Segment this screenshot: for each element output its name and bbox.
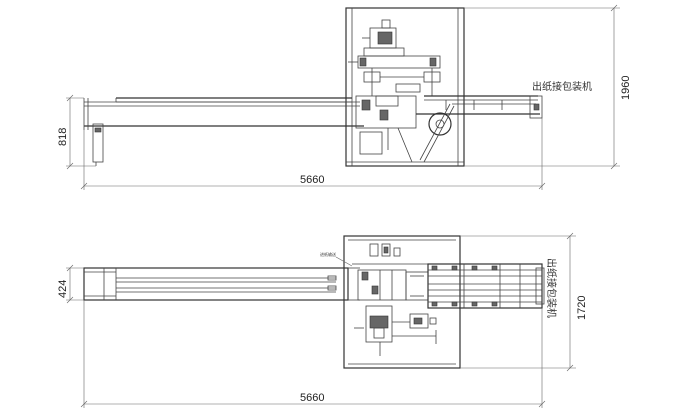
top-outfeed-conveyor [427, 263, 545, 309]
side-dim-conveyor-height-text: 818 [57, 128, 69, 146]
side-dim-height: 1960 [464, 4, 632, 170]
top-upper-components [352, 243, 444, 265]
top-dim-total-length-text: 5660 [300, 392, 324, 404]
top-dim-width-text: 1720 [576, 296, 588, 320]
side-outfeed-conveyor [416, 95, 543, 119]
side-dim-total-length-text: 5660 [300, 174, 324, 186]
side-view: 出纸接包装机 1960 818 5660 [57, 4, 632, 190]
top-lower-components [354, 305, 437, 356]
side-machine-frame [345, 7, 465, 167]
side-upper-mechanism [348, 55, 441, 96]
top-dim-conveyor-width-text: 424 [57, 280, 69, 298]
top-view-label: 出纸接包装机 [545, 258, 558, 318]
top-view: 进纸输送 [57, 232, 588, 408]
side-motor [362, 19, 405, 57]
top-infeed-conveyor [83, 267, 360, 301]
side-infeed-conveyor [83, 97, 364, 130]
side-view-label: 出纸接包装机 [532, 80, 592, 93]
side-machine-body [355, 95, 417, 163]
top-small-label: 进纸输送 [320, 251, 336, 257]
top-dim-width: 1720 [460, 232, 588, 372]
top-dim-total-length: 5660 [80, 300, 546, 408]
top-dim-conveyor-width: 424 [57, 264, 84, 304]
side-dim-conveyor-height: 818 [57, 94, 96, 170]
side-dim-total-length: 5660 [80, 118, 546, 190]
side-dim-height-text: 1960 [620, 76, 632, 100]
side-drive-wheel [419, 103, 455, 163]
side-support-leg [92, 123, 104, 166]
top-machine-body [357, 269, 429, 301]
